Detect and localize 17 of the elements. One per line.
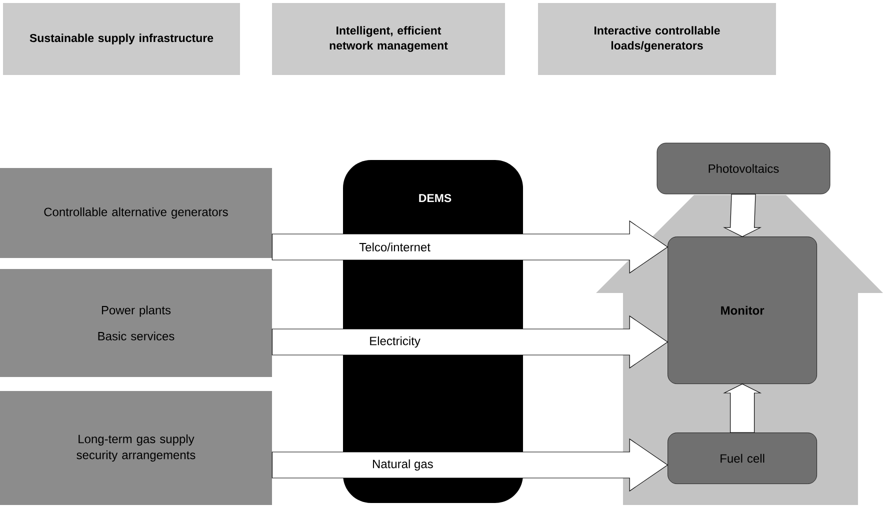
header-box: Intelligent, efficient network management (272, 3, 505, 75)
source-box: Controllable alternative generators (0, 168, 272, 258)
header-box: Interactive controllable loads/generators (538, 3, 776, 75)
block-arrow (272, 438, 668, 492)
source-box: Long-term gas supply security arrangements (0, 391, 272, 505)
component-box: Fuel cell (668, 432, 817, 484)
block-arrow (272, 220, 668, 274)
component-box: Photovoltaics (656, 142, 830, 194)
header-box: Sustainable supply infrastructure (3, 3, 240, 75)
edge-label: Telco/internet (359, 242, 430, 252)
edge-label: Natural gas (373, 459, 433, 471)
block-arrow (723, 384, 762, 433)
block-arrow (723, 194, 762, 237)
block-arrow (272, 315, 668, 369)
edge-label: Electricity (370, 336, 420, 348)
component-box: Monitor (668, 236, 817, 384)
source-box: Power plants Basic services (0, 269, 272, 377)
